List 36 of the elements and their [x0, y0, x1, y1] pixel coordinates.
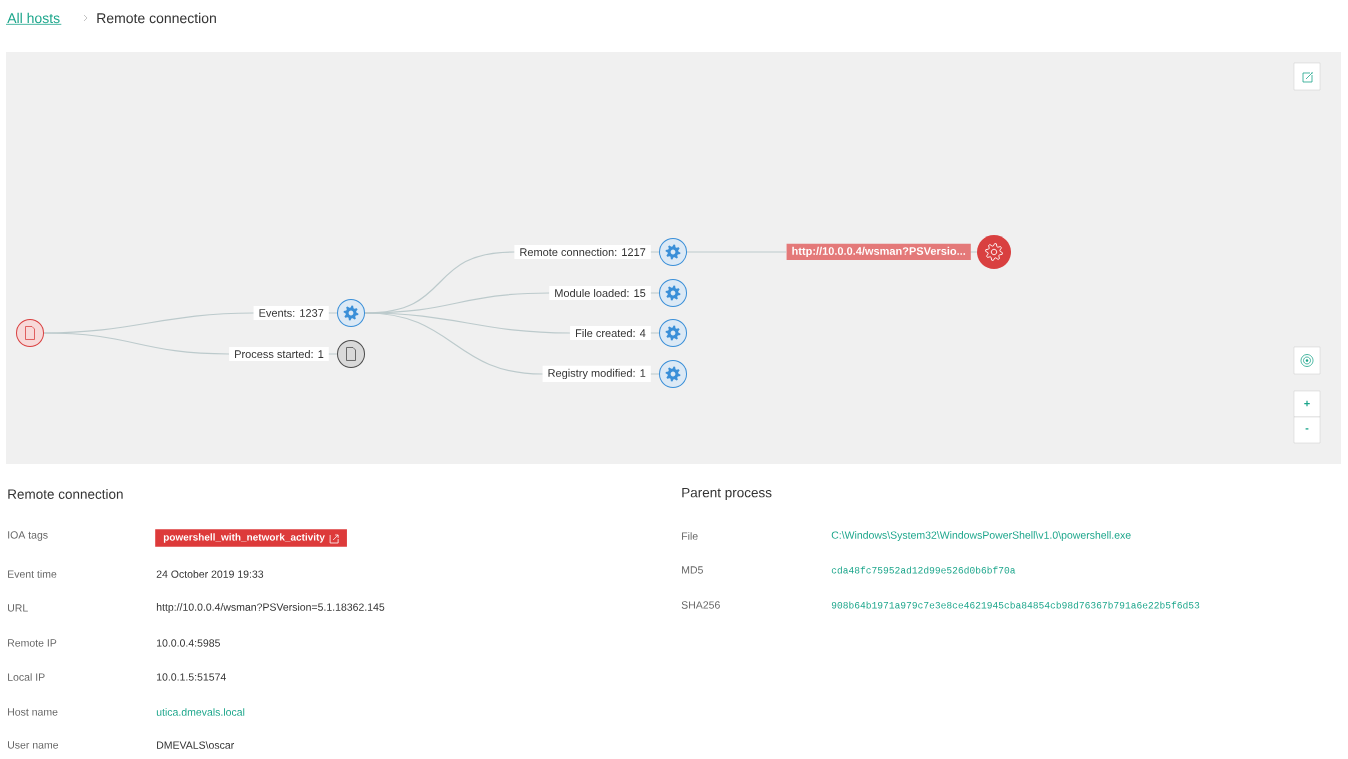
hash-value: 908b64b1971a979c7e3e8ce4621945cba84854cb98d76367b791a6e22b5f6d53: [831, 601, 1200, 609]
field-label: Event time: [8, 570, 57, 578]
connection-node: http://10.0.0.4/wsman?PSVersio...: [786, 235, 1011, 269]
field-value: http://10.0.0.4/wsman?PSVersion=5.1.18362.145: [156, 603, 385, 613]
field-value: DMEVALS\oscar: [157, 741, 235, 749]
event-node: Registry modified: 1: [542, 360, 687, 388]
event-node: Module loaded: 15: [549, 279, 687, 307]
file-node: [16, 319, 44, 347]
page-title: Remote connection: [97, 12, 216, 24]
field-label: File: [682, 532, 698, 540]
zoom-out-button: -: [1293, 416, 1321, 444]
connector-line: [364, 312, 543, 375]
field-value: 24 October 2019 19:33: [156, 570, 264, 578]
field-label: Remote IP: [8, 639, 57, 647]
section-heading: Remote connection: [8, 489, 123, 499]
host-link: utica.dmevals.local: [156, 708, 245, 716]
process-node: Process started: 1: [229, 340, 365, 368]
field-label: Local IP: [8, 673, 45, 681]
tag-button: powershell_with_network_activity: [155, 529, 347, 547]
field-value: 10.0.0.4:5985: [157, 639, 220, 647]
field-label: URL: [8, 604, 28, 612]
field-label: Host name: [8, 708, 58, 716]
field-value: 10.0.1.5:51574: [157, 673, 226, 681]
field-label: IOA tags: [8, 531, 48, 541]
file-link: C:\Windows\System32\WindowsPowerShell\v1.0\powershell.exe: [831, 531, 1131, 541]
field-label: SHA256: [681, 601, 720, 609]
hash-value: cda48fc75952ad12d99e526d0b6bf70a: [831, 566, 1016, 574]
field-label: MD5: [682, 566, 703, 574]
connector-line: [43, 332, 230, 355]
zoom-in-button: +: [1293, 390, 1321, 418]
breadcrumb-link: All hosts: [5, 12, 62, 25]
section-heading: Parent process: [682, 487, 772, 501]
event-node: File created: 4: [570, 319, 687, 347]
event-node: Remote connection: 1217: [514, 238, 687, 266]
field-label: User name: [8, 741, 59, 749]
event-node: Events: 1237: [253, 299, 365, 327]
